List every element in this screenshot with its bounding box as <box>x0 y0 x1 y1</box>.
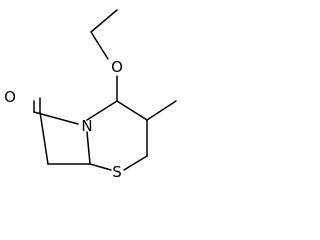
bond-s-c6 <box>89 163 112 171</box>
bonds <box>33 9 177 171</box>
molecule-structure: O N O S <box>4 9 177 181</box>
bond-c8-n <box>33 111 79 125</box>
bond-o-ch2 <box>90 31 109 60</box>
atom-labels: O N O S <box>4 58 123 181</box>
bond-c8-c7 <box>39 111 49 165</box>
bond-c2-c3 <box>116 100 148 121</box>
bond-c4-s <box>123 155 148 171</box>
atom-oxygen-ether: O <box>111 58 123 76</box>
bond-n-c2 <box>86 100 118 121</box>
atom-nitrogen: N <box>81 117 92 135</box>
atom-oxygen-carbonyl: O <box>4 88 16 106</box>
bond-c3-methyl <box>146 100 177 121</box>
atom-sulfur: S <box>112 163 122 181</box>
bond-ch2-ch3 <box>90 9 118 33</box>
bond-c6-n <box>86 131 91 165</box>
